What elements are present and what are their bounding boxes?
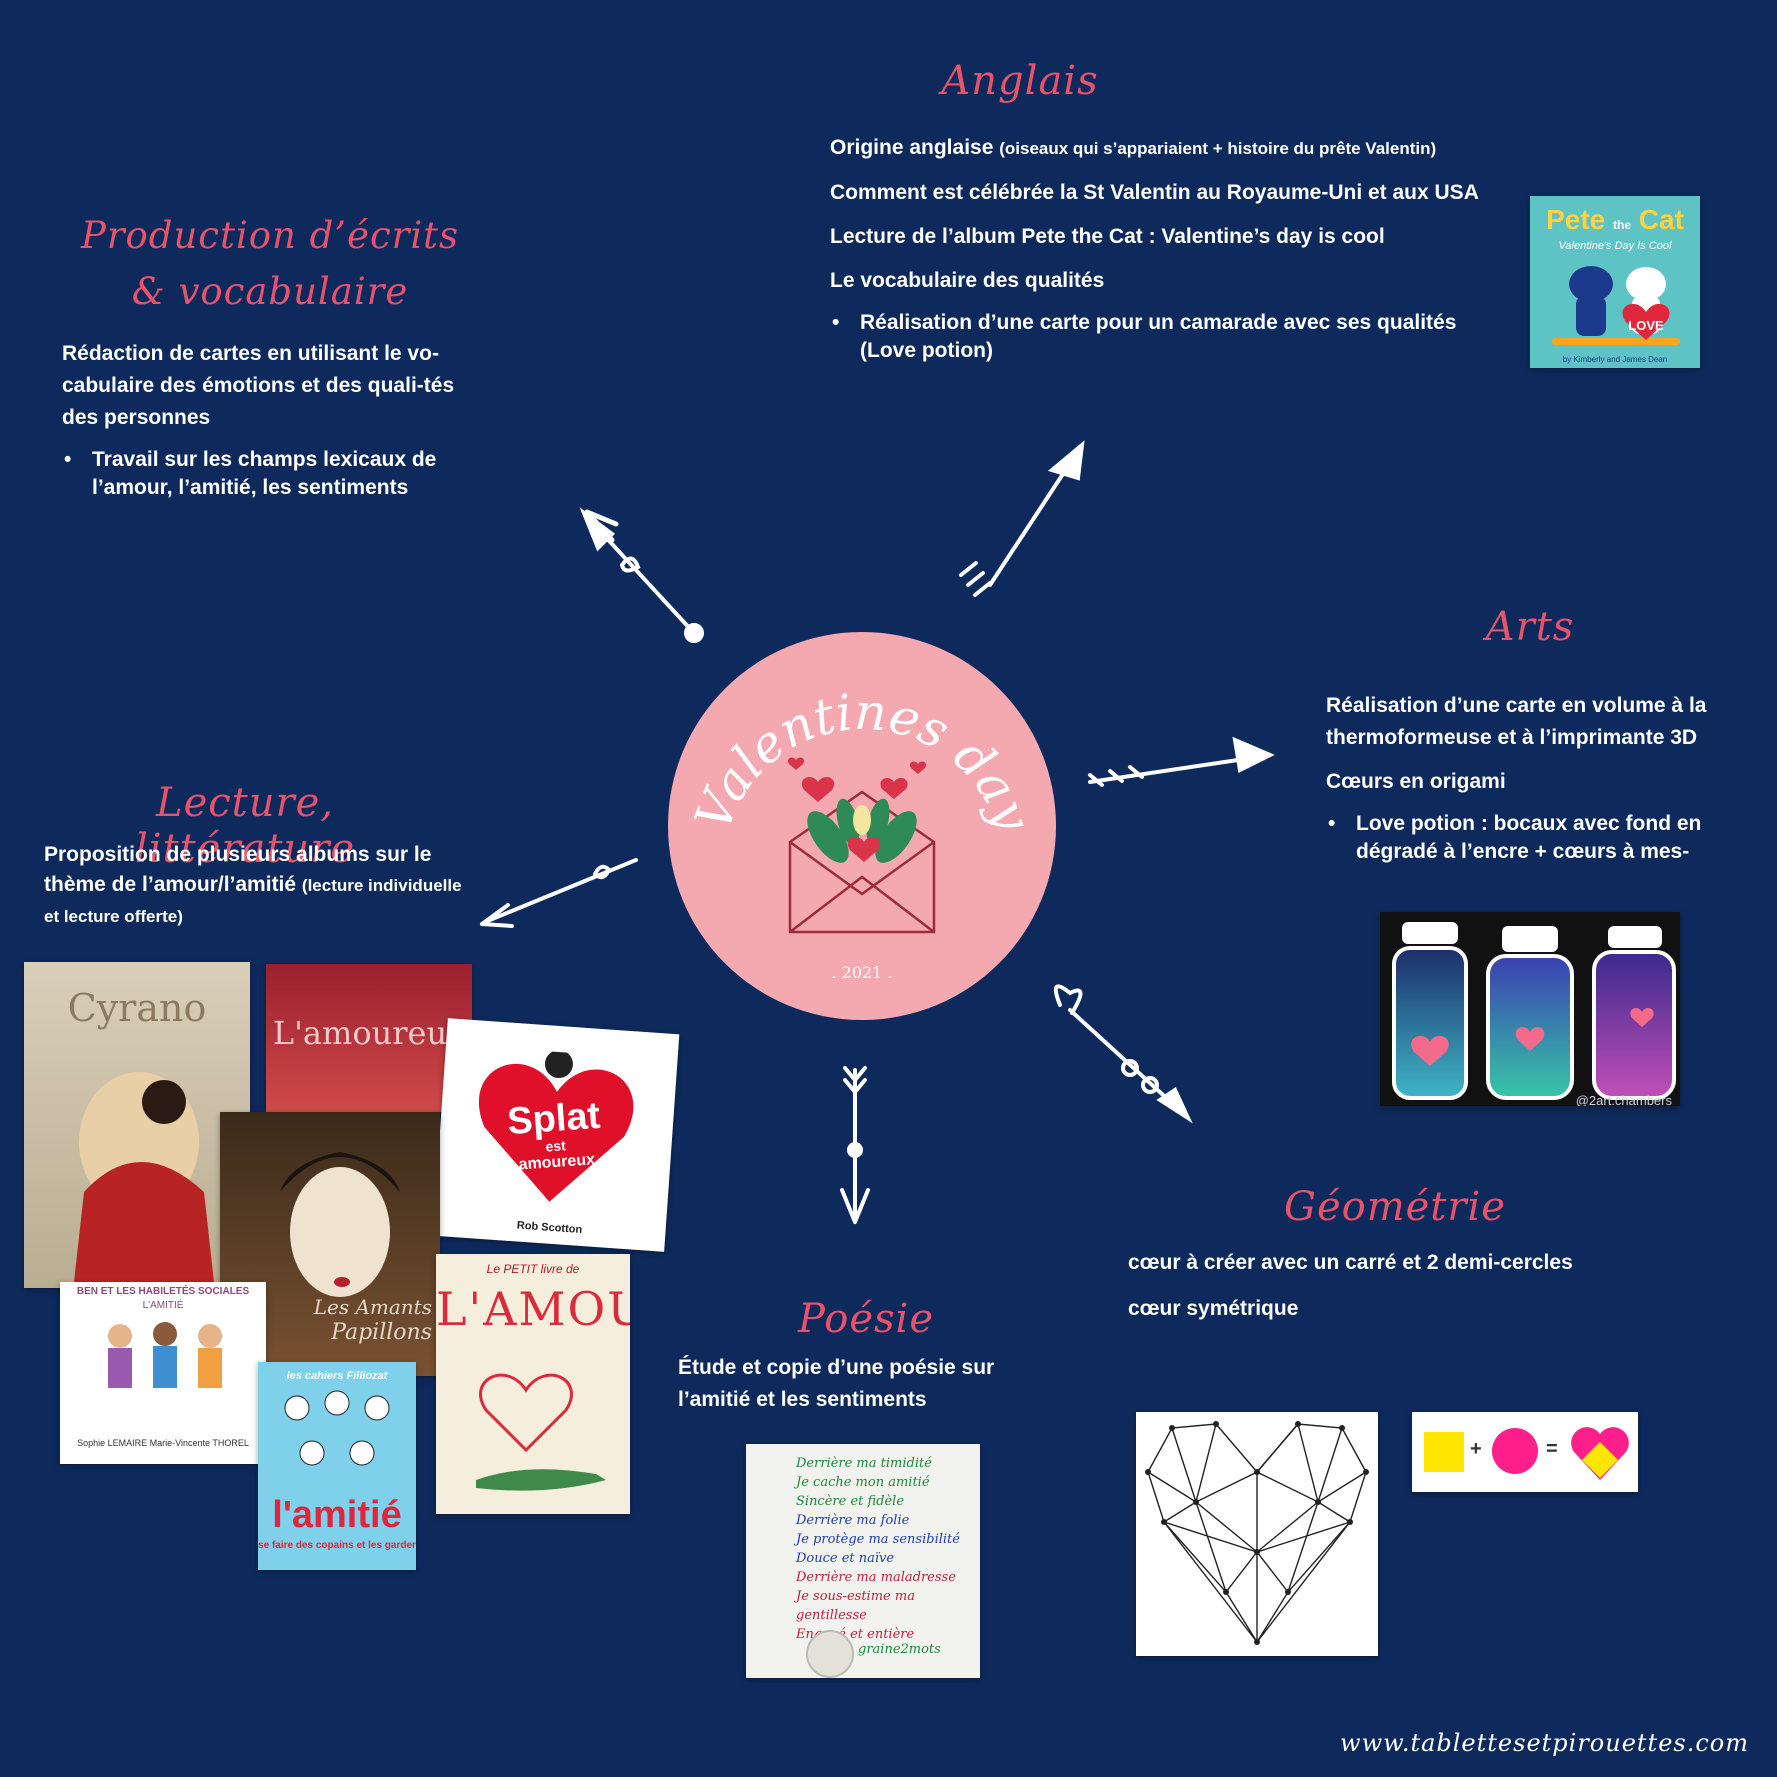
- love-potion-jars-photo: @2art.chambers: [1380, 912, 1680, 1106]
- arrow-poesie: [840, 1066, 870, 1224]
- geometrie-heading: Géométrie: [1284, 1184, 1506, 1230]
- anglais-item-2: Comment est célébrée la St Valentin au R…: [830, 181, 1479, 204]
- center-circle: Valentines day . 2021 .: [668, 632, 1056, 1020]
- anglais-item-1: Origine anglaise (oiseaux qui s’appariai…: [830, 136, 1437, 159]
- lecture-text: Proposition de plusieurs albums sur le t…: [44, 843, 432, 896]
- whiteboard-magnet: [806, 1630, 854, 1678]
- geometrie-section: cœur à créer avec un carré et 2 demi-cer…: [1128, 1248, 1688, 1336]
- amitie-habiletes-book-cover: BEN ET LES HABILETÉS SOCIALES L'AMITIÉ S…: [60, 1282, 266, 1464]
- anglais-heading: Anglais: [941, 58, 1099, 104]
- arts-bullet: Love potion : bocaux avec fond en dégrad…: [1326, 810, 1746, 866]
- arrow-lecture: [480, 858, 638, 928]
- arrow-arts: [1088, 736, 1275, 787]
- lecture-heading: Lecture, littérature: [134, 780, 355, 872]
- pete-love-badge: LOVE: [1628, 318, 1664, 333]
- valentines-title-graphic: Valentines day . 2021 .: [684, 683, 1043, 982]
- arrow-anglais: [959, 440, 1085, 597]
- petit-livre-amour-book-cover: Le PETIT livre de L'AMOUR: [436, 1254, 630, 1514]
- hearts-icon: [787, 757, 927, 862]
- jars-photo-credit: @2art.chambers: [1575, 1093, 1672, 1106]
- geometrie-item-2: cœur symétrique: [1128, 1297, 1299, 1320]
- cyrano-book-cover: Cyrano: [24, 962, 250, 1288]
- anglais-item-4: Le vocabulaire des qualités: [830, 269, 1105, 292]
- geometrie-item-1: cœur à créer avec un carré et 2 demi-cer…: [1128, 1251, 1573, 1274]
- jars-illustration: [1392, 922, 1676, 1100]
- pete-cover-title: Pete the Cat: [1546, 204, 1684, 235]
- pete-the-cat-book-cover: Pete the Cat Valentine's Day Is Cool LOV…: [1530, 196, 1700, 368]
- anglais-section: Origine anglaise (oiseaux qui s’appariai…: [830, 132, 1530, 377]
- yellow-square: [1424, 1432, 1464, 1472]
- poesie-heading: Poésie: [797, 1296, 935, 1342]
- center-year: . 2021 .: [831, 963, 892, 982]
- geometric-heart-diagram: [1136, 1412, 1378, 1656]
- anglais-bullet: Réalisation d’une carte pour un camarade…: [830, 309, 1470, 365]
- arts-item-1: Réalisation d’une carte en volume à la t…: [1326, 694, 1707, 749]
- splat-book-cover: Splat est amoureux Rob Scotton: [432, 1018, 680, 1252]
- lecture-text-small: (lecture individuelle et lecture offerte…: [44, 876, 462, 926]
- production-bullet: Travail sur les champs lexicaux de l’amo…: [62, 446, 492, 502]
- arts-item-2: Cœurs en origami: [1326, 770, 1506, 793]
- poesie-whiteboard-photo: Derrière ma timidité Je cache mon amitié…: [746, 1444, 980, 1678]
- lecture-section: Proposition de plusieurs albums sur le t…: [44, 840, 474, 932]
- footer-url[interactable]: www.tablettesetpirouettes.com: [1340, 1729, 1749, 1757]
- lamoureux-book-cover: L'amoureux: [266, 964, 472, 1112]
- cahiers-filliozat-amitie-book-cover: les cahiers Filliozat l'amitié se faire …: [258, 1362, 416, 1570]
- poesie-text: Étude et copie d’une poésie sur l’amitié…: [678, 1356, 995, 1411]
- arrow-geometrie: [1053, 984, 1193, 1124]
- production-text: Rédaction de cartes en utilisant le vo-c…: [62, 342, 455, 429]
- arts-section: Réalisation d’une carte en volume à la t…: [1326, 690, 1746, 878]
- heart-result-icon: [1571, 1427, 1629, 1480]
- production-heading: Production d’écrits & vocabulaire: [80, 214, 460, 313]
- pete-cover-authors: by Kimberly and James Dean: [1562, 355, 1668, 364]
- pete-cover-subtitle: Valentine's Day Is Cool: [1558, 240, 1672, 252]
- anglais-item-3: Lecture de l’album Pete the Cat : Valent…: [830, 225, 1385, 248]
- envelope-icon: [788, 790, 936, 934]
- pink-circle: [1492, 1428, 1538, 1474]
- arts-heading: Arts: [1485, 604, 1575, 650]
- production-section: Rédaction de cartes en utilisant le vo-c…: [62, 338, 492, 514]
- arrow-production: [579, 507, 704, 643]
- pete-cats-illustration: [1552, 266, 1680, 345]
- square-circle-heart-equation: + =: [1412, 1412, 1638, 1492]
